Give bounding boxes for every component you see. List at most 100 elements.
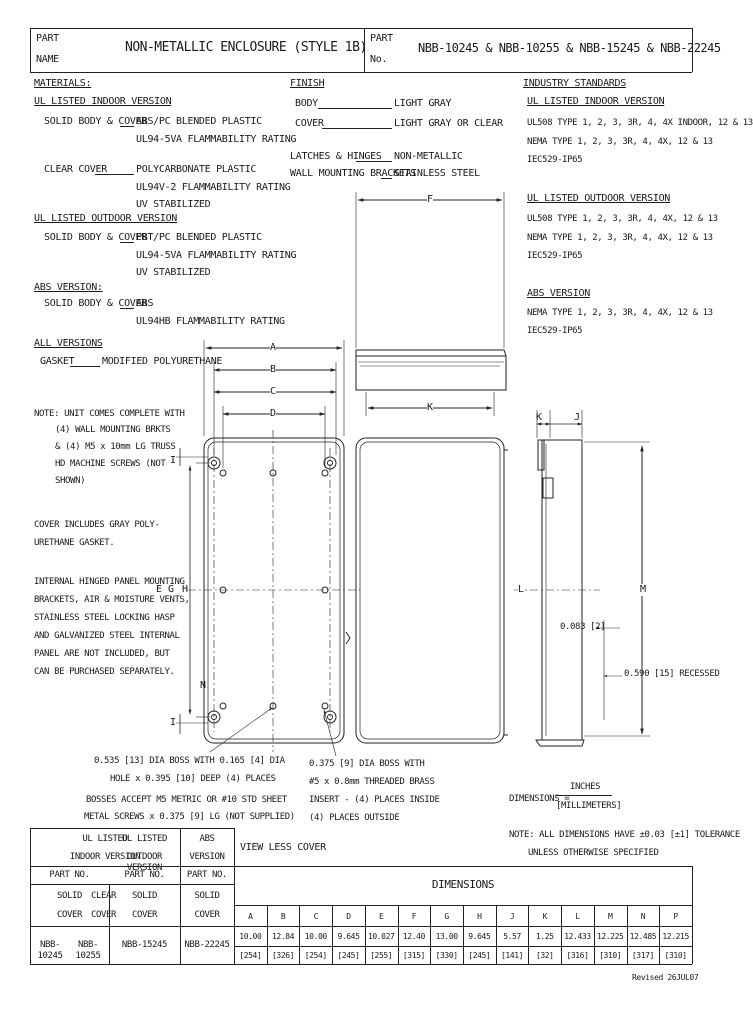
dim-col-mm: [254]: [239, 951, 262, 960]
dim-col-inches: 12.40: [402, 932, 425, 941]
outdoor-body-rating: UL94-5VA FLAMMABILITY RATING: [136, 250, 297, 261]
leader-line: [120, 308, 134, 309]
dim-col-divider: [332, 905, 334, 964]
finish-body-label: BODY: [295, 98, 318, 109]
dim-col-inches: 13.00: [435, 932, 458, 941]
dim-col-header: M: [607, 912, 613, 921]
part-clear: NBB-10255: [75, 940, 101, 961]
dim-col-inches: 10.00: [239, 932, 262, 941]
dim-0590: 0.590 [15] RECESSED: [624, 669, 720, 679]
abs-body-rating: UL94HB FLAMMABILITY RATING: [136, 316, 285, 327]
dim-col-divider: [364, 905, 366, 964]
boss2-note-line4: (4) PLACES OUTSIDE: [309, 813, 400, 823]
standards-indoor-title: UL LISTED INDOOR VERSION: [527, 96, 665, 107]
dim-col-mm: [245]: [337, 951, 360, 960]
dim-label-k-top: K: [427, 402, 433, 414]
dim-label-a: A: [270, 342, 276, 354]
th-part-no-indoor: PART NO.: [49, 870, 90, 880]
internal-note-line1: INTERNAL HINGED PANEL MOUNTING: [34, 577, 185, 587]
standards-abs-1: NEMA TYPE 1, 2, 3, 3R, 4, 4X, 12 & 13: [527, 308, 713, 318]
table-line: [30, 884, 234, 885]
table-line: [30, 866, 692, 867]
finish-cover-label: COVER: [295, 118, 324, 129]
dim-col-mm: [330]: [435, 951, 458, 960]
part-abs: NBB-22245: [184, 940, 230, 950]
dim-label-n: N: [200, 680, 206, 691]
standards-outdoor-title: UL LISTED OUTDOOR VERSION: [527, 193, 671, 204]
th-ul-indoor-1: UL LISTED: [82, 834, 128, 844]
dim-label-g: G: [168, 584, 174, 595]
part-name: NON-METALLIC ENCLOSURE (STYLE 1B): [125, 40, 367, 55]
dim-col-header: L: [575, 912, 580, 921]
dim-col-header: D: [346, 912, 351, 921]
dim-inches: INCHES: [570, 782, 601, 792]
note1-line3: & (4) M5 x 10mm LG TRUSS: [55, 442, 176, 452]
boss2-note-line2: #5 x 0.8mm THREADED BRASS: [309, 777, 435, 787]
dim-col-mm: [317]: [631, 951, 654, 960]
th-part-no-outdoor: PART NO.: [124, 870, 165, 880]
th-abs-1: ABS: [199, 834, 215, 844]
dim-col-inches: 12.215: [662, 932, 689, 941]
dim-label-l: L: [518, 584, 524, 596]
clear-cover-label: CLEAR COVER: [44, 164, 107, 175]
table-line: [234, 828, 235, 964]
internal-note-line6: CAN BE PURCHASED SEPARATELY.: [34, 667, 175, 677]
th-cover-outdoor: COVER: [131, 910, 158, 920]
brackets-value: STAINLESS STEEL: [394, 168, 480, 179]
dim-label-f: F: [427, 194, 433, 206]
dim-col-inches: 12.485: [629, 932, 657, 941]
boss-note-line4: METAL SCREWS x 0.375 [9] LG (NOT SUPPLIE…: [84, 812, 295, 822]
finish-body-value: LIGHT GRAY: [394, 98, 452, 109]
dim-col-divider: [593, 905, 595, 964]
dim-col-divider: [495, 905, 497, 964]
note1-line2: (4) WALL MOUNTING BRKTS: [55, 425, 171, 435]
outdoor-body-label: SOLID BODY & COVER: [44, 232, 147, 243]
abs-body-value: ABS: [136, 298, 154, 309]
standards-outdoor-3: IEC529-IP65: [527, 251, 583, 261]
indoor-body-label: SOLID BODY & COVER: [44, 116, 147, 127]
dim-col-mm: [32]: [535, 951, 554, 960]
dim-col-divider: [299, 905, 301, 964]
tolerance-line1: NOTE: ALL DIMENSIONS HAVE ±0.03 [±1] TOL…: [509, 830, 740, 840]
internal-note-line5: PANEL ARE NOT INCLUDED, BUT: [34, 649, 170, 659]
dim-col-header: B: [280, 912, 286, 921]
leader-line: [318, 108, 392, 109]
outdoor-uv: UV STABILIZED: [136, 267, 211, 278]
table-line: [30, 964, 692, 965]
top-border: [30, 28, 692, 29]
header-bottom-border: [30, 72, 692, 73]
latches-value: NON-METALLIC: [394, 151, 463, 162]
cover-view: [355, 437, 505, 744]
th-part-no-abs: PART NO.: [186, 870, 228, 880]
dim-divider: [556, 795, 612, 796]
top-view: [355, 349, 507, 391]
dim-col-divider: [626, 905, 628, 964]
dim-col-header: A: [248, 912, 253, 921]
dim-col-inches: 5.57: [503, 932, 521, 941]
standards-indoor-2: NEMA TYPE 1, 2, 3, 3R, 4, 4X, 12 & 13: [527, 137, 713, 147]
finish-cover-value: LIGHT GRAY OR CLEAR: [394, 118, 503, 129]
leader-line: [356, 161, 392, 162]
dim-col-mm: [326]: [272, 951, 295, 960]
standards-indoor-3: IEC529-IP65: [527, 155, 583, 165]
th-solid-abs: SOLID: [194, 891, 220, 901]
header-divider: [364, 28, 365, 72]
boss-note-line1: 0.535 [13] DIA BOSS WITH 0.165 [4] DIA: [94, 756, 285, 766]
th-dimensions: DIMENSIONS: [431, 878, 495, 891]
indoor-body-value: ABS/PC BLENDED PLASTIC: [136, 116, 262, 127]
materials-title: MATERIALS:: [34, 78, 92, 89]
th-solid-indoor: SOLID: [56, 891, 83, 901]
boss-note-line2: HOLE x 0.395 [10] DEEP (4) PLACES: [110, 774, 276, 784]
finish-title: FINISH: [290, 78, 325, 89]
dim-col-header: J: [509, 912, 515, 921]
leader-line: [120, 242, 134, 243]
table-line: [692, 866, 693, 964]
boss2-note-line1: 0.375 [9] DIA BOSS WITH: [309, 759, 425, 769]
dim-col-inches: 12.225: [596, 932, 624, 941]
th-ul-outdoor-1: UL LISTED: [121, 834, 168, 844]
dim-col-mm: [310]: [664, 951, 687, 960]
dim-col-inches: 1.25: [535, 932, 554, 941]
abs-body-label: SOLID BODY & COVER: [44, 298, 147, 309]
dim-col-mm: [316]: [566, 951, 589, 960]
gasket-label: GASKET: [40, 356, 75, 367]
